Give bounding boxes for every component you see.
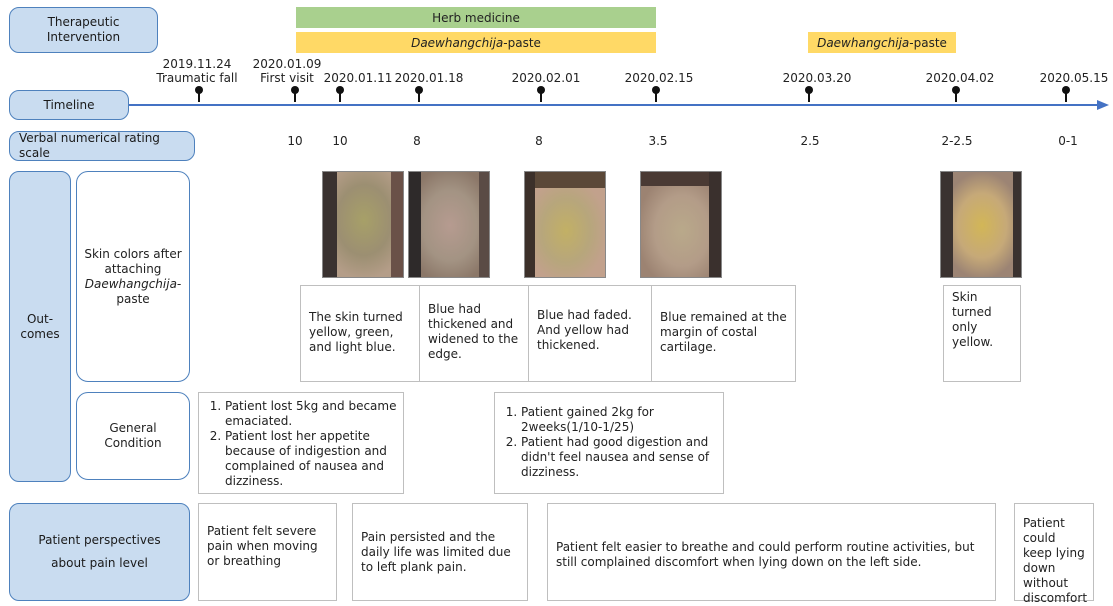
- date-text: 2020.01.18: [394, 71, 464, 85]
- perspective-box: Patient felt severe pain when moving or …: [198, 503, 337, 601]
- date-text: 2020.02.01: [511, 71, 581, 85]
- paste-bar-1-tail: -paste: [503, 35, 541, 50]
- outcomes-label: Out-comes: [9, 171, 71, 482]
- date-2020-03-20: 2020.03.20: [783, 71, 852, 85]
- event-text: Traumatic fall: [156, 71, 238, 85]
- skin-colors-label: Skin colors after attaching Daewhangchij…: [76, 171, 190, 382]
- perspective-box: Patient could keep lying down without di…: [1014, 503, 1094, 605]
- perspectives-line1: Patient perspectives: [38, 533, 161, 547]
- perspective-box: Patient felt easier to breathe and could…: [547, 503, 996, 601]
- herb-medicine-bar: Herb medicine: [296, 7, 656, 28]
- date-2020-04-02: 2020.04.02: [926, 71, 995, 85]
- paste-bar-1-italic: Daewhangchija: [411, 35, 504, 50]
- date-text: 2020.03.20: [782, 71, 852, 85]
- vnrs-label: Verbal numerical rating scale: [9, 131, 195, 161]
- skin-note: Skin turned only yellow.: [943, 285, 1021, 382]
- general-condition-text: General Condition: [104, 421, 162, 450]
- paste-bar-2-tail: -paste: [909, 35, 947, 50]
- general-condition-box-1: Patient lost 5kg and became emaciated. P…: [198, 392, 404, 494]
- date-2020-01-18: 2020.01.18: [395, 71, 464, 85]
- vnrs-score: 0-1: [1058, 134, 1078, 148]
- skin-colors-text: Skin colors after attaching: [84, 246, 182, 276]
- general-condition-item: Patient lost 5kg and became emaciated.: [225, 399, 397, 429]
- date-2020-02-15: 2020.02.15: [625, 71, 694, 85]
- timeline-label-text: Timeline: [43, 97, 95, 112]
- vnrs-score: 2.5: [800, 134, 820, 148]
- skin-colors-italic: Daewhangchija-: [84, 276, 182, 291]
- date-text: 2020.02.15: [624, 71, 694, 85]
- general-condition-list-1: Patient lost 5kg and became emaciated. P…: [205, 399, 397, 489]
- date-2020-02-01: 2020.02.01: [512, 71, 581, 85]
- vnrs-score: 3.5: [648, 134, 668, 148]
- perspective-box: Pain persisted and the daily life was li…: [352, 503, 528, 601]
- general-condition-label: General Condition: [76, 392, 190, 480]
- vnrs-score: 10: [287, 134, 303, 148]
- date-2019-11-24: 2019.11.24 Traumatic fall: [156, 57, 237, 85]
- skin-note: Blue remained at the margin of costal ca…: [651, 285, 796, 382]
- timeline-label: Timeline: [9, 90, 129, 120]
- date-text: 2020.01.09: [252, 57, 322, 71]
- paste-bar-2-italic: Daewhangchija: [817, 35, 910, 50]
- date-text: 2019.11.24: [162, 57, 232, 71]
- paste-bar-2: Daewhangchija-paste: [808, 32, 956, 53]
- therapeutic-label-text: Therapeutic Intervention: [46, 15, 121, 44]
- general-condition-item: Patient lost her appetite because of ind…: [225, 429, 397, 489]
- outcomes-label-text: Out-comes: [20, 311, 60, 341]
- date-text: 2020.01.11: [323, 71, 393, 85]
- date-text: 2020.05.15: [1039, 71, 1109, 85]
- timeline-arrow: [129, 100, 1109, 110]
- date-text: 2020.04.02: [925, 71, 995, 85]
- skin-note: The skin turned yellow, green, and light…: [300, 285, 420, 382]
- skin-photo-2: [408, 171, 490, 278]
- event-text: First visit: [260, 71, 314, 85]
- skin-photo-1: [322, 171, 404, 278]
- vnrs-label-text: Verbal numerical rating scale: [19, 131, 160, 160]
- vnrs-score: 8: [413, 134, 421, 148]
- skin-colors-tail: paste: [116, 291, 150, 306]
- general-condition-list-2: Patient gained 2kg for 2weeks(1/10-1/25)…: [501, 405, 717, 480]
- patient-perspectives-label: Patient perspectives about pain level: [9, 503, 190, 601]
- skin-photo-5: [940, 171, 1022, 278]
- vnrs-score: 10: [332, 134, 348, 148]
- general-condition-item: Patient had good digestion and didn't fe…: [521, 435, 717, 480]
- perspectives-line2: about pain level: [51, 556, 148, 570]
- date-2020-01-11: 2020.01.11: [324, 71, 393, 85]
- skin-note: Blue had faded. And yellow had thickened…: [528, 285, 652, 382]
- date-2020-05-15: 2020.05.15: [1040, 71, 1109, 85]
- general-condition-item: Patient gained 2kg for 2weeks(1/10-1/25): [521, 405, 717, 435]
- skin-note: Blue had thickened and widened to the ed…: [419, 285, 529, 382]
- skin-photo-3: [524, 171, 606, 278]
- therapeutic-intervention-label: Therapeutic Intervention: [9, 7, 158, 53]
- skin-photo-4: [640, 171, 722, 278]
- date-2020-01-09: 2020.01.09 First visit: [253, 57, 322, 85]
- general-condition-box-2: Patient gained 2kg for 2weeks(1/10-1/25)…: [494, 392, 724, 494]
- vnrs-score: 2-2.5: [941, 134, 973, 148]
- paste-bar-1: Daewhangchija-paste: [296, 32, 656, 53]
- herb-medicine-text: Herb medicine: [432, 10, 520, 25]
- vnrs-score: 8: [535, 134, 543, 148]
